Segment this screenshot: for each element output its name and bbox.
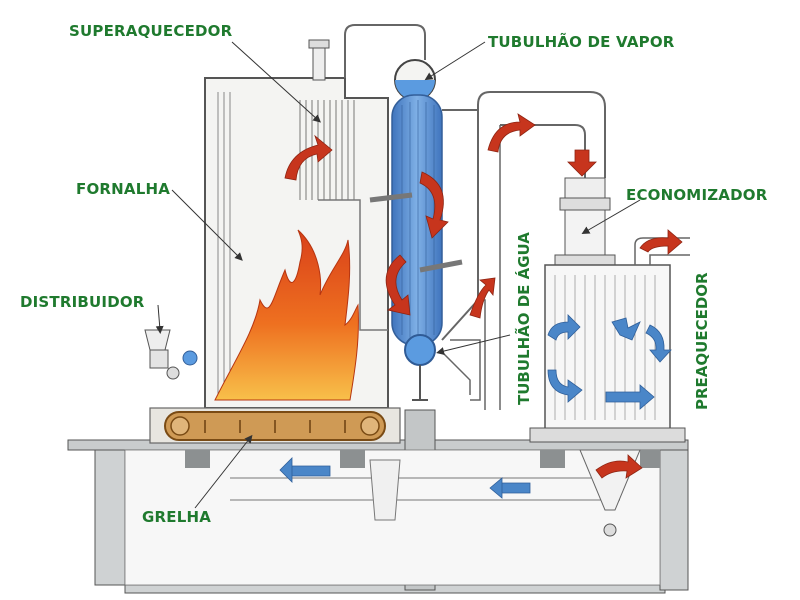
hot-arrow-7 — [639, 229, 683, 255]
label-furnace: FORNALHA — [76, 180, 171, 198]
hot-arrow-3 — [385, 254, 411, 316]
label-economizer: ECONOMIZADOR — [626, 186, 768, 204]
cold-air-arrows — [279, 314, 672, 499]
leader-steam-drum — [424, 41, 486, 81]
hot-arrow-2 — [419, 171, 449, 239]
hot-gas-arrows — [284, 113, 683, 479]
cold-arrow-1 — [279, 457, 331, 483]
hot-arrow-4 — [469, 277, 496, 319]
label-water-drum: TUBULHÃO DE ÁGUA — [515, 232, 533, 405]
leader-grate — [194, 434, 253, 509]
flame — [214, 229, 359, 401]
steam-drum — [394, 59, 436, 101]
foundation — [67, 409, 689, 594]
cold-arrow-6 — [547, 369, 583, 403]
leader-superheater — [231, 41, 321, 123]
leader-economizer — [581, 199, 641, 235]
leader-distributor — [155, 304, 164, 334]
label-superheater: SUPERAQUECEDOR — [69, 22, 233, 40]
leader-water-drum — [436, 334, 511, 355]
water-drum — [404, 334, 436, 401]
economizer — [554, 177, 616, 268]
leader-lines — [155, 41, 641, 509]
hot-arrow-5 — [487, 113, 536, 153]
flue-duct — [477, 91, 606, 410]
cold-arrow-7 — [605, 384, 655, 410]
cold-arrow-2 — [489, 477, 531, 499]
second-pass-casing — [439, 109, 486, 410]
hot-arrow-1 — [284, 134, 333, 181]
distributor — [144, 329, 198, 380]
water-tube-bank — [369, 94, 463, 346]
cold-arrow-5 — [645, 324, 672, 363]
hot-arrow-8 — [595, 454, 643, 479]
label-distributor: DISTRIBUIDOR — [20, 293, 145, 311]
cold-arrow-4 — [611, 317, 641, 341]
label-grate: GRELHA — [142, 508, 212, 526]
leader-furnace — [171, 189, 243, 261]
air-preheater — [529, 237, 690, 537]
label-steam-drum: TUBULHÃO DE VAPOR — [488, 33, 675, 51]
grate — [149, 407, 401, 444]
cold-arrow-3 — [547, 314, 581, 341]
label-preheater: PREAQUECEDOR — [693, 272, 711, 410]
hot-arrow-6 — [567, 149, 597, 177]
